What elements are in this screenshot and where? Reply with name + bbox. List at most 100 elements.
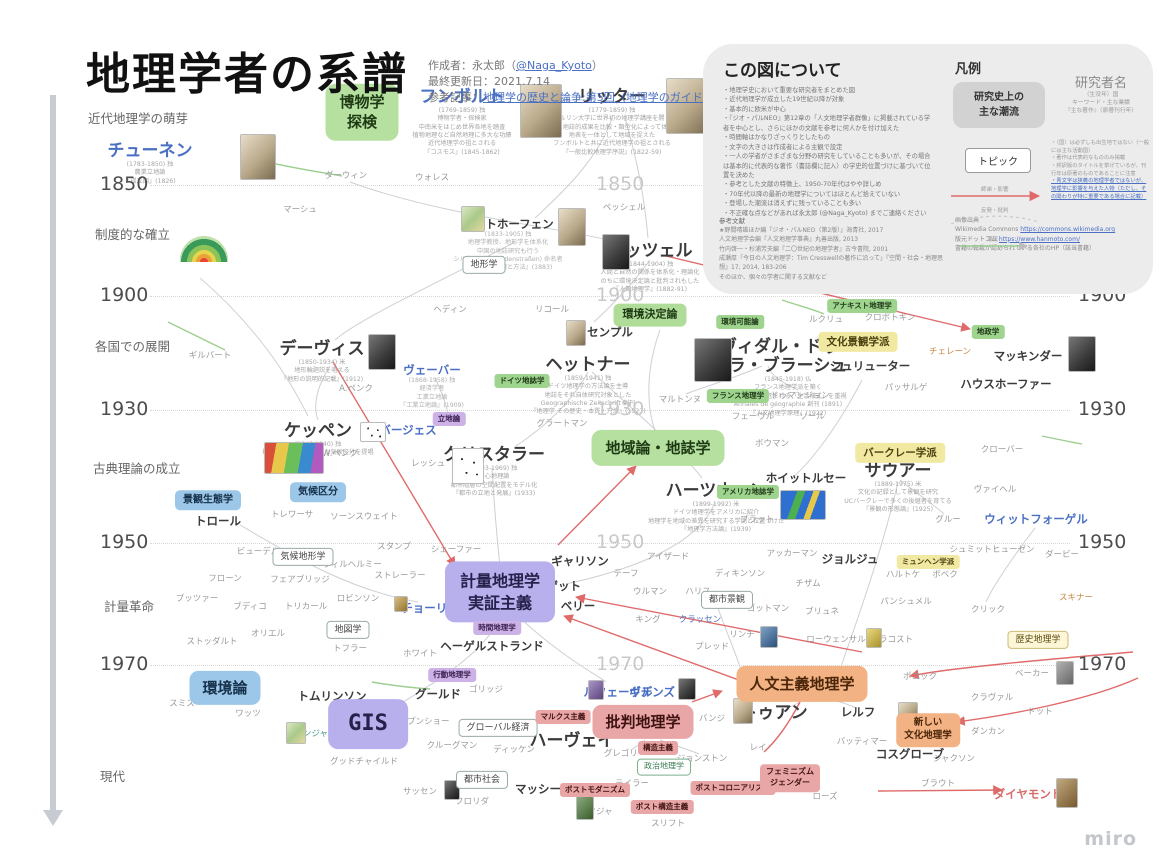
person-node[interactable]: ハルトケ bbox=[885, 570, 921, 580]
person-node[interactable]: ウィットフォーゲル bbox=[984, 512, 1088, 526]
topic-box[interactable]: 批判地理学 bbox=[592, 704, 694, 740]
person-node[interactable]: デーヴィス(1850-1934) 米地形輪廻説を唱える『地形の説明的記載』(19… bbox=[279, 339, 365, 383]
person-node[interactable]: スリフト bbox=[650, 819, 686, 829]
topic-box[interactable]: ポストコロニアリズム bbox=[690, 780, 776, 796]
person-node[interactable]: ダンカン bbox=[970, 727, 1006, 737]
person-node[interactable]: ホワイト bbox=[402, 649, 438, 659]
person-node[interactable]: グルー bbox=[935, 515, 961, 525]
topic-box[interactable]: 環境決定論 bbox=[613, 303, 687, 327]
person-node[interactable]: ボウマン bbox=[754, 439, 790, 449]
person-node[interactable]: フェーヴル bbox=[731, 412, 775, 422]
person-node[interactable]: ゴリッジ bbox=[468, 685, 504, 695]
topic-box[interactable]: フェミニズムジェンダー bbox=[760, 764, 820, 792]
topic-box[interactable]: 時間地理学 bbox=[473, 620, 521, 636]
author-link[interactable]: @Naga_Kyoto bbox=[516, 59, 592, 72]
topic-box[interactable]: 環境論 bbox=[189, 670, 261, 706]
person-node[interactable]: ポコック bbox=[902, 672, 938, 682]
person-node[interactable]: チューネン(1783-1850) 独農業立地論『孤立国』(1826) bbox=[107, 141, 193, 185]
person-node[interactable]: ジョンストン bbox=[676, 754, 728, 764]
topic-box[interactable]: グローバル経済 bbox=[458, 718, 538, 738]
person-node[interactable]: ブッツァー bbox=[175, 594, 219, 604]
person-node[interactable]: ハーヴェイ bbox=[529, 731, 615, 751]
topic-box[interactable]: アナキスト地理学 bbox=[827, 298, 897, 314]
person-node[interactable]: ハウスホーファー bbox=[960, 377, 1052, 391]
person-node[interactable]: リコール bbox=[534, 305, 570, 315]
person-node[interactable]: レッシュ bbox=[410, 459, 446, 469]
person-node[interactable]: ソーンスウェイト bbox=[330, 512, 398, 522]
person-node[interactable]: スキナー bbox=[1058, 593, 1094, 603]
person-node[interactable]: グッドチャイルド bbox=[330, 757, 398, 767]
topic-box[interactable]: 新しい文化地理学 bbox=[896, 713, 960, 747]
person-node[interactable]: フンボルト(1769-1859) 独博物学者・探検家中南米をはじめ世界各地を踏査… bbox=[412, 87, 512, 156]
person-node[interactable]: バンジ bbox=[699, 714, 725, 724]
person-node[interactable]: サッセン bbox=[402, 787, 438, 797]
person-node[interactable]: ギルバート bbox=[188, 351, 232, 361]
topic-box[interactable]: 気候地形学 bbox=[272, 547, 334, 567]
person-node[interactable]: トリカール bbox=[284, 602, 328, 612]
person-node[interactable]: ワッツ bbox=[235, 709, 261, 719]
topic-box[interactable]: マルクス主義 bbox=[535, 709, 591, 725]
person-node[interactable]: リヒトホーフェン(1833-1905) 独地理学教授、地形学を体系化中国の地誌研… bbox=[453, 217, 563, 272]
topic-box[interactable]: 都市社会 bbox=[455, 770, 509, 790]
topic-box[interactable]: 計量地理学実証主義 bbox=[444, 561, 556, 623]
person-node[interactable]: マルトンヌ bbox=[658, 395, 702, 405]
person-node[interactable]: クルーグマン bbox=[426, 741, 478, 751]
person-node[interactable]: ロビンソン bbox=[336, 594, 380, 604]
topic-box[interactable]: 都市景観 bbox=[700, 590, 754, 610]
topic-box[interactable]: 政治地理学 bbox=[637, 758, 691, 776]
person-node[interactable]: プレッド bbox=[694, 642, 730, 652]
topic-box[interactable]: 地域論・地誌学 bbox=[591, 429, 725, 467]
person-node[interactable]: バッティマー bbox=[836, 737, 888, 747]
person-node[interactable]: トロール bbox=[195, 514, 241, 528]
person-node[interactable]: ホイットルセー bbox=[765, 471, 847, 485]
person-node[interactable]: アッカーマン bbox=[766, 549, 818, 559]
person-node[interactable]: ゴットマン bbox=[746, 604, 790, 614]
topic-box[interactable]: 構造主義 bbox=[638, 740, 678, 756]
person-node[interactable]: チザム bbox=[795, 579, 821, 589]
person-node[interactable]: ベーカー bbox=[1014, 669, 1050, 679]
person-node[interactable]: ハリス bbox=[685, 587, 711, 597]
person-node[interactable]: オープンショー bbox=[390, 717, 450, 727]
person-node[interactable]: クリック bbox=[970, 605, 1006, 615]
person-node[interactable]: ブリュネ bbox=[804, 607, 840, 617]
topic-box[interactable]: バークレー学派 bbox=[855, 442, 945, 464]
person-node[interactable]: ダイヤモンド bbox=[993, 787, 1063, 801]
person-node[interactable]: スタンプ bbox=[377, 542, 411, 552]
person-node[interactable]: ダーウィン bbox=[324, 171, 368, 181]
topic-box[interactable]: GIS bbox=[328, 699, 408, 749]
person-node[interactable]: バージェス bbox=[379, 423, 437, 437]
topic-box[interactable]: 地図学 bbox=[326, 620, 370, 640]
person-node[interactable]: ベリー bbox=[560, 599, 596, 613]
person-node[interactable]: リンチ bbox=[729, 630, 755, 640]
topic-box[interactable]: 気候区分 bbox=[290, 482, 346, 502]
person-node[interactable]: ソール bbox=[799, 412, 825, 422]
person-node[interactable]: ブディコ bbox=[233, 602, 267, 612]
person-node[interactable]: ラコスト bbox=[878, 635, 914, 645]
person-node[interactable]: クラッセン bbox=[678, 615, 722, 625]
person-node[interactable]: グラートマン bbox=[536, 419, 588, 429]
person-node[interactable]: W.ペンク bbox=[322, 449, 358, 459]
person-node[interactable]: ウィルヘルミー bbox=[322, 560, 382, 570]
topic-box[interactable]: 地政学 bbox=[971, 324, 1005, 340]
person-node[interactable]: ギャリソン bbox=[551, 554, 609, 568]
topic-box[interactable]: ドイツ地誌学 bbox=[494, 373, 550, 389]
person-node[interactable]: マーシュ bbox=[283, 205, 317, 215]
person-node[interactable]: ウォレス bbox=[414, 173, 450, 183]
person-node[interactable]: リッター(1779-1859) 独ベルリン大学に世界初の地理学講座を開く固有の地… bbox=[544, 87, 680, 156]
person-node[interactable]: シュリューター bbox=[829, 359, 911, 373]
person-node[interactable]: ブラウト bbox=[920, 779, 956, 789]
person-node[interactable]: ジョルジュ bbox=[821, 552, 879, 566]
person-node[interactable]: ディキンソン bbox=[714, 569, 766, 579]
topic-box[interactable]: 景観生態学 bbox=[175, 490, 241, 510]
person-node[interactable]: チョーリー bbox=[401, 601, 459, 615]
person-node[interactable]: レルフ bbox=[840, 705, 876, 719]
person-node[interactable]: クロポトキン bbox=[864, 313, 916, 323]
person-node[interactable]: ダービー bbox=[1044, 550, 1080, 560]
person-node[interactable]: ソジャ bbox=[587, 807, 613, 817]
person-node[interactable]: ウルマン bbox=[632, 587, 668, 597]
person-node[interactable]: デンジャモンド bbox=[294, 729, 354, 739]
person-node[interactable]: ペッシェル bbox=[602, 203, 646, 213]
person-node[interactable]: テーフ bbox=[613, 569, 639, 579]
person-node[interactable]: ドゥマンジョン bbox=[770, 391, 830, 401]
